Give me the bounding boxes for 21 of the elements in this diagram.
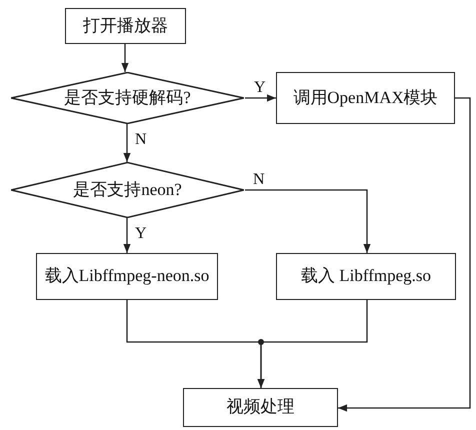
node-text: 载入Libffmpeg-neon.so [44,267,210,286]
node-text: 是否支持硬解码? [63,88,192,108]
decision-diamond [10,72,245,124]
decision-diamond [10,162,245,218]
arrow [123,218,131,253]
process-box [276,72,455,124]
arrow [257,300,368,388]
node-text: 打开播放器 [82,16,169,36]
arrow [245,189,371,253]
node-text: 视频处理 [226,398,296,417]
arrow [121,44,129,72]
node-text: 是否支持neon? [72,180,183,200]
process-box [183,388,338,427]
arrow [338,97,471,412]
process-box [36,253,218,300]
node-text: 调用OpenMAX模块 [292,88,439,108]
process-box [65,8,186,44]
arrow [245,94,276,102]
process-box [276,253,456,300]
arrow [123,124,131,162]
node-text: 载入 Libffmpeg.so [300,267,432,286]
